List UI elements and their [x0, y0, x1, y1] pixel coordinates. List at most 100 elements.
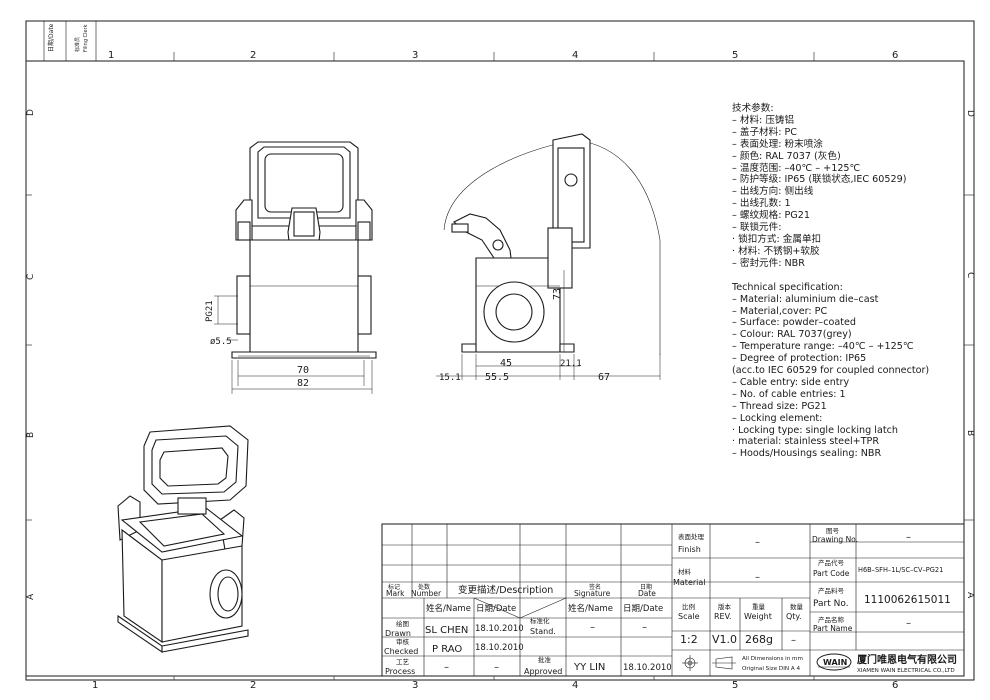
specs-en-line: – Material,cover: PC: [732, 305, 828, 317]
corner-clerk-label-en: Filing Clerk: [83, 24, 89, 52]
tb-finish-cn: 表面处理: [678, 532, 705, 541]
tb-part-code-cn: 产品代号: [818, 558, 845, 567]
tb-date-cn: 日期: [640, 583, 652, 591]
specs-cn-line: – 出线方向: 侧出线: [732, 186, 814, 198]
tb-rev-cn: 版本: [718, 602, 732, 611]
tb-dims-note-2: Original Size DIN A 4: [742, 666, 800, 672]
side-view: [436, 133, 661, 380]
col-label-6-bottom: 6: [892, 680, 898, 691]
tb-name-header: 姓名/Name: [426, 603, 471, 614]
specs-en-line: – Degree of protection: IP65: [732, 353, 867, 365]
tb-finish-value: –: [755, 537, 760, 548]
tb-date-header-2: 日期/Date: [623, 604, 663, 614]
tb-date-en: Date: [638, 589, 656, 598]
front-dim-82: 82: [297, 378, 309, 389]
specs-en-line: (acc.to IEC 60529 for coupled connector): [732, 365, 930, 377]
specs-cn-line: – 出线孔数: 1: [732, 198, 791, 210]
col-label-2-top: 2: [250, 50, 256, 61]
specs-en-line: · Locking type: single locking latch: [732, 424, 898, 436]
tb-part-no-en: Part No.: [813, 599, 849, 609]
corner-date-label: 日期/Date: [47, 23, 55, 52]
tb-checked-date: 18.10.2010: [475, 643, 524, 653]
tb-finish-en: Finish: [678, 545, 701, 554]
tb-drawing-no-value: –: [906, 532, 911, 543]
specs-cn-title: 技术参数:: [732, 103, 774, 114]
front-view: [214, 141, 377, 394]
front-dim-hole: ø5.5: [210, 337, 232, 347]
specs-en-line: – No. of cable entries: 1: [732, 388, 846, 400]
tb-signature-en: Signature: [574, 589, 611, 598]
col-label-4-bottom: 4: [572, 680, 578, 691]
specs-cn-line: – 防护等级: IP65 (联锁状态,IEC 60529): [732, 174, 907, 186]
tb-mark-en: Mark: [386, 589, 405, 598]
col-label-4-top: 4: [572, 50, 578, 61]
specs-cn-line: · 材料: 不锈钢+软胶: [732, 245, 820, 257]
row-label-a-right: A: [965, 592, 975, 599]
tb-weight-cn: 重量: [752, 603, 766, 611]
tb-scale-value: 1:2: [680, 633, 698, 646]
col-label-5-top: 5: [732, 50, 738, 61]
tb-rev-value: V1.0: [712, 633, 737, 646]
specs-en-line: · material: stainless steel+TPR: [732, 436, 880, 448]
specs-cn-line: – 联锁元件:: [732, 222, 782, 234]
specs-cn-line: – 盖子材料: PC: [732, 126, 797, 138]
col-label-3-top: 3: [412, 50, 418, 61]
tb-process-cn: 工艺: [396, 658, 410, 666]
tb-scale-cn: 比例: [682, 602, 695, 611]
tb-number-en: Number: [411, 589, 442, 598]
projection-symbol-icon: [682, 655, 736, 671]
specs-cn-line: – 密封元件: NBR: [732, 257, 805, 269]
tb-description: 变更描述/Description: [458, 584, 553, 596]
col-label-2-bottom: 2: [250, 680, 256, 691]
tb-part-name-cn: 产品名称: [818, 615, 845, 624]
side-dim-67: 67: [598, 372, 610, 383]
specs-en-line: – Surface: powder–coated: [732, 317, 856, 329]
tb-material-value: –: [755, 572, 760, 583]
front-dim-70: 70: [297, 365, 309, 376]
front-dim-pg21: PG21: [205, 300, 215, 322]
company-name-cn: 厦门唯恩电气有限公司: [857, 653, 957, 666]
tb-drawing-no-en: Drawing No.: [812, 535, 858, 544]
specs-cn-line: · 锁扣方式: 金属单扣: [732, 233, 822, 245]
col-label-1-bottom: 1: [92, 680, 98, 691]
tb-drawn-cn: 绘图: [396, 619, 409, 628]
tb-part-name-value: –: [906, 618, 911, 629]
specs-en-line: – Locking element:: [732, 412, 823, 424]
tb-material-cn: 材料: [678, 567, 692, 576]
tb-drawn-name: SL CHEN: [425, 625, 468, 636]
title-block: [381, 523, 965, 677]
technical-specifications: 技术参数: – 材料: 压铸铝 – 盖子材料: PC – 表面处理: 粉末喷涂 …: [732, 103, 972, 460]
tb-stand-cn: 标准化: [530, 616, 550, 625]
tb-part-code-value: H6B–SFH–1L/SC–CV–PG21: [858, 566, 943, 574]
specs-en-line: – Colour: RAL 7037(grey): [732, 329, 852, 341]
row-label-b-right: B: [965, 430, 975, 436]
specs-en-title: Technical specification:: [732, 281, 843, 293]
tb-material-en: Material: [673, 578, 706, 587]
tb-approved-date: 18.10.2010: [623, 663, 672, 673]
side-dim-15-1: 15.1: [439, 373, 461, 383]
col-label-3-bottom: 3: [412, 680, 418, 691]
col-label-5-bottom: 5: [732, 680, 738, 691]
side-dim-21-1: 21.1: [560, 359, 582, 369]
tb-weight-en: Weight: [744, 612, 772, 621]
side-dim-55-5: 55.5: [485, 372, 509, 383]
tb-qty-en: Qty.: [786, 612, 802, 621]
tb-process-date: –: [494, 662, 499, 673]
tb-part-code-en: Part Code: [813, 569, 850, 578]
specs-cn-line: – 材料: 压铸铝: [732, 114, 795, 126]
specs-cn-line: – 温度范围: –40℃ – +125℃: [732, 162, 861, 174]
row-label-d-right: D: [965, 110, 975, 117]
tb-checked-cn: 审核: [396, 637, 410, 646]
isometric-view: [117, 425, 249, 654]
specs-cn-line: – 螺纹规格: PG21: [732, 210, 810, 222]
tb-mark-cn: 标记: [388, 583, 400, 591]
side-dim-73: 73: [552, 288, 563, 300]
corner-clerk-label-cn: 标准员: [74, 37, 81, 52]
tb-checked-en: Checked: [384, 647, 418, 656]
tb-stand-date: –: [642, 622, 647, 633]
tb-dims-note-1: All Dimensions in mm: [742, 656, 803, 662]
specs-cn-line: – 表面处理: 粉末喷涂: [732, 138, 823, 150]
tb-process-name: –: [444, 662, 449, 673]
company-name-en: XIAMEN WAIN ELECTRICAL CO.,LTD: [857, 668, 955, 674]
